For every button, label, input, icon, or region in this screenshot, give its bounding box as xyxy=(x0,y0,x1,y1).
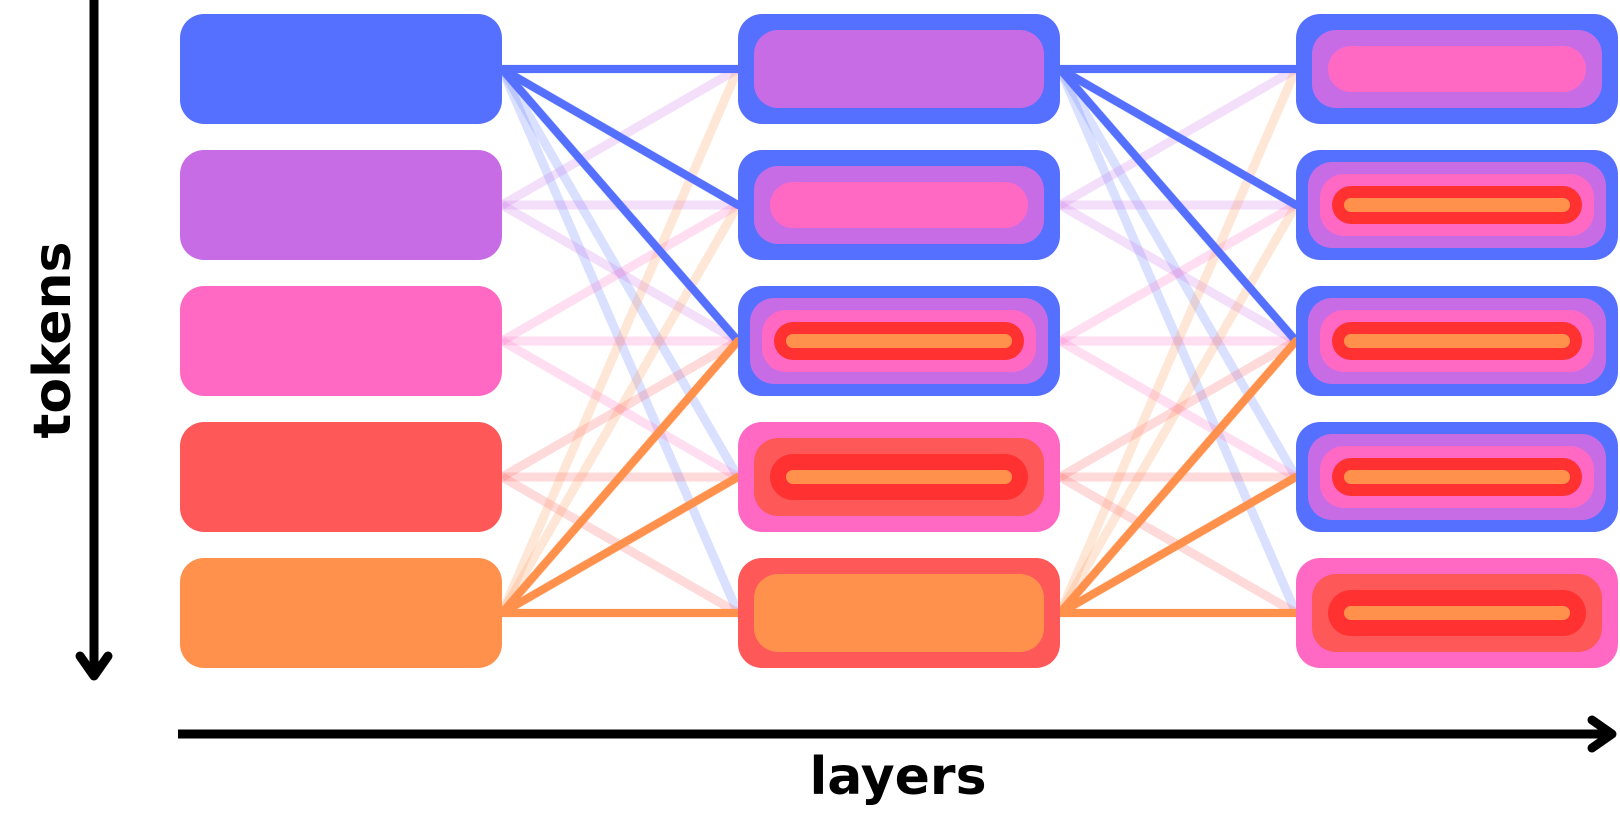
faint-edge xyxy=(499,201,741,345)
token-box-ring xyxy=(180,422,502,532)
token-box-ring xyxy=(1344,334,1570,348)
faint-edge xyxy=(498,66,742,480)
token-box-layer1-token4 xyxy=(738,558,1060,668)
token-box-ring xyxy=(1328,46,1586,92)
token-boxes xyxy=(180,14,1618,668)
token-box-layer2-token1 xyxy=(1296,150,1618,260)
layers-axis: layers xyxy=(178,715,1617,807)
token-box-layer2-token4 xyxy=(1296,558,1618,668)
strong-edge xyxy=(1056,65,1300,209)
faint-edge xyxy=(1057,337,1299,481)
token-box-layer1-token2 xyxy=(738,286,1060,396)
token-box-ring xyxy=(180,558,502,668)
faint-edge xyxy=(499,201,741,345)
token-box-layer1-token1 xyxy=(738,150,1060,260)
token-box-ring xyxy=(180,14,502,124)
faint-edge xyxy=(1057,201,1299,345)
strong-edge xyxy=(498,65,742,345)
token-box-layer2-token3 xyxy=(1296,422,1618,532)
strong-edge xyxy=(498,65,742,209)
strong-edge xyxy=(498,337,742,617)
faint-edge xyxy=(497,67,743,615)
strong-edge xyxy=(1056,337,1300,617)
token-box-layer0-token0 xyxy=(180,14,502,124)
faint-edge xyxy=(498,202,742,616)
token-box-ring xyxy=(180,150,502,260)
token-box-ring xyxy=(754,574,1044,652)
faint-edge xyxy=(499,337,741,481)
token-box-ring xyxy=(1344,470,1570,484)
token-box-layer0-token1 xyxy=(180,150,502,260)
faint-edge xyxy=(1057,201,1299,345)
strong-attention-edges xyxy=(498,65,1300,617)
token-box-layer1-token0 xyxy=(738,14,1060,124)
tokens-axis: tokens xyxy=(23,0,113,681)
faint-edge xyxy=(1055,67,1301,615)
token-box-ring xyxy=(786,334,1012,348)
faint-edge xyxy=(499,337,741,481)
faint-edge xyxy=(1055,67,1301,615)
strong-edge xyxy=(498,473,742,617)
token-box-layer2-token0 xyxy=(1296,14,1618,124)
faint-edge xyxy=(497,67,743,615)
strong-edge xyxy=(1056,473,1300,617)
layers-axis-arrowhead xyxy=(1587,715,1617,753)
tokens-axis-arrowhead xyxy=(75,651,113,681)
layers-axis-label: layers xyxy=(809,747,986,807)
token-box-layer1-token3 xyxy=(738,422,1060,532)
tokens-axis-label: tokens xyxy=(23,241,83,438)
token-box-ring xyxy=(770,182,1028,228)
faint-edge xyxy=(1057,337,1299,481)
token-box-ring xyxy=(1344,198,1570,212)
faint-edge xyxy=(1056,66,1300,480)
strong-edge xyxy=(1056,65,1300,345)
token-box-ring xyxy=(1344,606,1570,620)
faint-edge xyxy=(1056,202,1300,616)
token-box-layer0-token4 xyxy=(180,558,502,668)
token-box-ring xyxy=(786,470,1012,484)
token-box-ring xyxy=(180,286,502,396)
token-box-layer0-token2 xyxy=(180,286,502,396)
token-box-ring xyxy=(754,30,1044,108)
token-box-layer0-token3 xyxy=(180,422,502,532)
token-box-layer2-token2 xyxy=(1296,286,1618,396)
